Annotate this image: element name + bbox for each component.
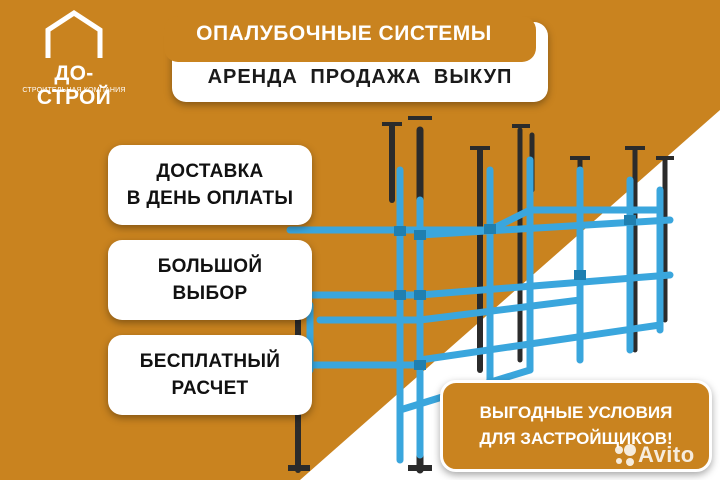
avito-dots-icon bbox=[615, 444, 636, 466]
logo-name: ДО-СТРОЙ bbox=[36, 62, 112, 109]
scaffolding-image bbox=[286, 116, 674, 474]
feature-choice: БОЛЬШОЙ ВЫБОР bbox=[108, 240, 312, 320]
title-banner: ОПАЛУБОЧНЫЕ СИСТЕМЫ АРЕНДА ПРОДАЖА ВЫКУП bbox=[164, 16, 548, 102]
feature-calculation: БЕСПЛАТНЫЙ РАСЧЕТ bbox=[108, 335, 312, 415]
services-subtitle: АРЕНДА ПРОДАЖА ВЫКУП bbox=[207, 66, 513, 88]
house-icon bbox=[45, 10, 103, 58]
avito-text: Avito bbox=[638, 442, 695, 467]
feature-delivery: ДОСТАВКА В ДЕНЬ ОПЛАТЫ bbox=[108, 145, 312, 225]
company-logo: ДО-СТРОЙ СТРОИТЕЛЬНАЯ КОМПАНИЯ bbox=[18, 10, 130, 109]
page-title: ОПАЛУБОЧНЫЕ СИСТЕМЫ bbox=[196, 22, 492, 45]
logo-subtitle: СТРОИТЕЛЬНАЯ КОМПАНИЯ bbox=[22, 87, 126, 94]
title-highlight: ОПАЛУБОЧНЫЕ СИСТЕМЫ bbox=[164, 16, 536, 62]
promo-badge: ВЫГОДНЫЕ УСЛОВИЯ ДЛЯ ЗАСТРОЙЩИКОВ! bbox=[440, 380, 712, 472]
avito-watermark: Avito bbox=[612, 442, 695, 468]
